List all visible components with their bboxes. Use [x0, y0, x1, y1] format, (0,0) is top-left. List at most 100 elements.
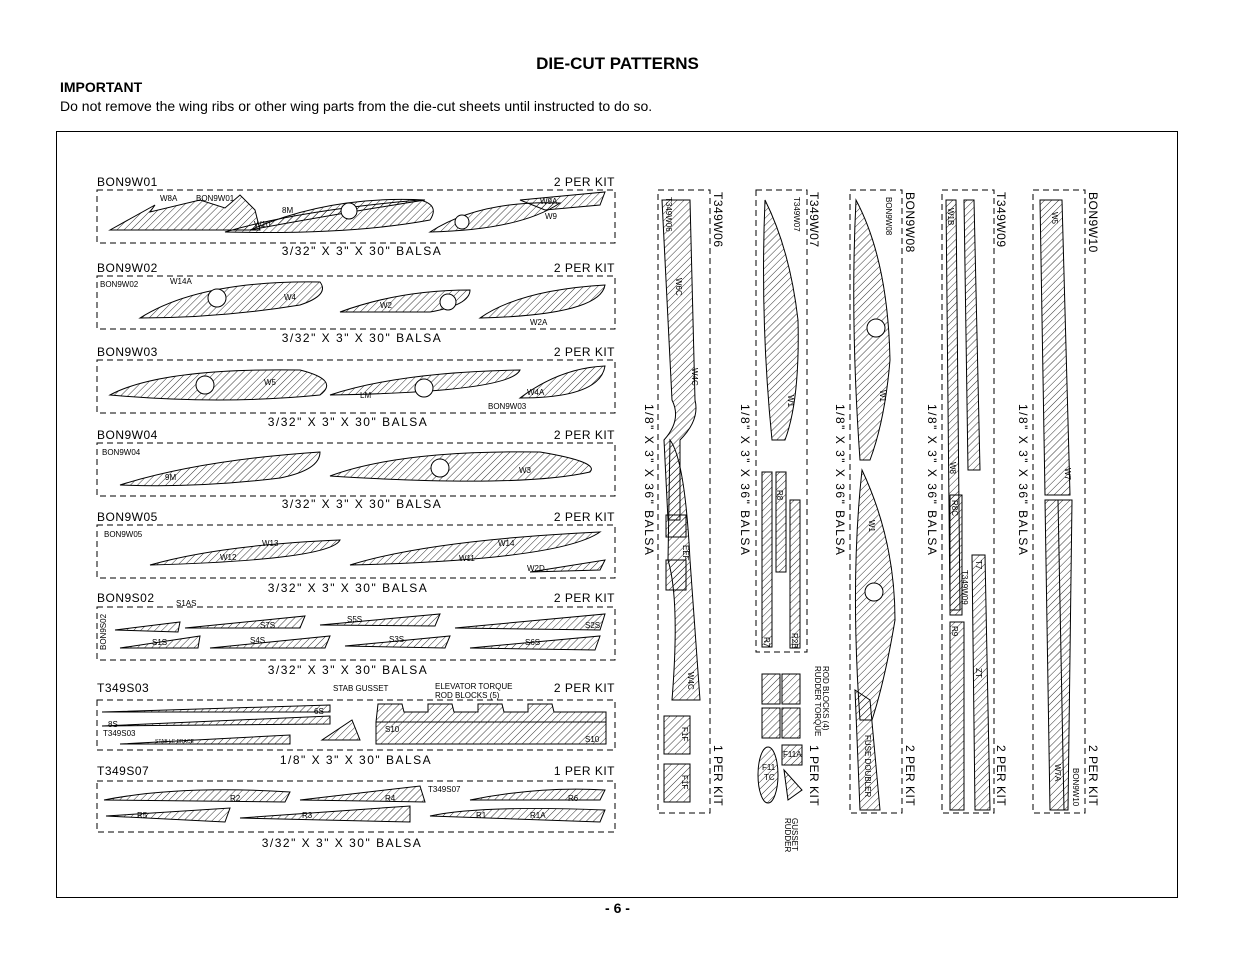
sheet-t349w09: W1B W8 R8C T349W09 R9 T7 ZT T349W09 2 PE…	[925, 189, 1008, 814]
part-label: R2B	[790, 633, 799, 649]
part-label: R3	[302, 811, 313, 820]
part-label: R2	[230, 794, 241, 803]
part-f11a	[781, 744, 803, 766]
sheet-qty: 1 PER KIT	[711, 745, 725, 806]
lightening-hole	[340, 202, 358, 220]
part-label: S5S	[347, 615, 362, 624]
part-label: T349W09	[960, 570, 969, 605]
sheet-material: 1/8" X 3" X 36" BALSA	[642, 404, 656, 556]
part-label: W6C	[674, 278, 683, 296]
part-label: S3S	[389, 635, 404, 644]
sheet-outline	[96, 359, 616, 414]
part-s1as	[114, 621, 181, 633]
sheet-id: BON9W10	[1086, 192, 1100, 253]
part-label: S6S	[525, 638, 540, 647]
rib-8m	[249, 198, 426, 231]
part-label: ROD BLOCKS (5)	[435, 691, 500, 700]
part-label: W4	[284, 293, 297, 302]
part-r2b	[789, 499, 801, 649]
part-label: W1	[867, 520, 876, 533]
sheet-bon9s02: BON9S02 2 PER KIT S1AS BON9S02 S1S S7S S…	[96, 591, 616, 677]
part-label: EEF	[681, 545, 690, 561]
part-label: S2S	[585, 621, 600, 630]
rib-w4a	[518, 365, 606, 399]
part-label: S7S	[260, 621, 275, 630]
sheet-material: 3/32" X 3" X 30" BALSA	[282, 497, 443, 511]
part-label: R9	[950, 626, 959, 637]
sheet-outline	[96, 699, 616, 751]
sheet-material: 1/8" X 3" X 36" BALSA	[925, 404, 939, 556]
sheet-id: T349W07	[807, 192, 821, 248]
sheet-qty: 2 PER KIT	[554, 175, 615, 189]
sheet-material: 3/32" X 3" X 30" BALSA	[268, 663, 429, 677]
sheet-qty: 2 PER KIT	[554, 510, 615, 524]
lightening-hole	[430, 458, 450, 478]
part-r8c	[949, 494, 963, 616]
part-eef	[665, 559, 687, 591]
part-label: W7A	[1053, 764, 1062, 782]
rib-w2a	[478, 284, 606, 319]
part-label: LM	[360, 391, 371, 400]
part-label: 6S	[314, 707, 324, 716]
part-label: BON9W02	[100, 280, 139, 289]
sheet-id: BON9W03	[97, 345, 158, 359]
part-r8	[775, 471, 787, 573]
sheet-bon9w02: BON9W02 2 PER KIT BON9W02 W14A W4 W2 W2A…	[96, 261, 616, 345]
part-f1f	[663, 763, 691, 803]
part-rod-block	[781, 707, 801, 739]
sheet-id: T349W09	[994, 192, 1008, 248]
lightening-hole	[866, 318, 886, 338]
part-label: R6	[568, 794, 579, 803]
part-s6s	[469, 635, 601, 651]
sheet-outline	[96, 780, 616, 833]
sheet-id: BON9W08	[903, 192, 917, 253]
part-w7	[1044, 499, 1073, 811]
rib-9m	[119, 451, 321, 487]
sheet-outline	[657, 189, 711, 814]
rib-w12	[149, 539, 341, 566]
part-r9	[949, 621, 965, 811]
part-label: S10	[385, 725, 400, 734]
part-r2	[103, 789, 291, 803]
part-label: S1S	[152, 638, 167, 647]
note-label: RUDDER	[783, 818, 792, 852]
part-label: W2A	[530, 318, 548, 327]
page-title: DIE-CUT PATTERNS	[536, 54, 699, 73]
sheet-qty: 1 PER KIT	[807, 745, 821, 806]
sheet-qty: 2 PER KIT	[554, 681, 615, 695]
part-label: W7	[1063, 468, 1072, 481]
part-s2s	[454, 613, 606, 631]
sheet-outline	[96, 275, 616, 330]
pattern-frame	[56, 131, 1178, 898]
part-label: W14	[498, 539, 515, 548]
sheet-material: 3/32" X 3" X 30" BALSA	[268, 415, 429, 429]
sheet-qty: 2 PER KIT	[994, 745, 1008, 806]
sheet-outline	[96, 524, 616, 579]
sheet-outline	[96, 442, 616, 497]
sheet-qty: 2 PER KIT	[903, 745, 917, 806]
part-label: W1	[878, 390, 887, 403]
part-r1	[429, 807, 606, 823]
part-label: BON9W08	[884, 197, 893, 236]
part-label: T349S03	[103, 729, 136, 738]
lightening-hole	[439, 293, 457, 311]
part-s1s	[119, 635, 201, 649]
part-label: T349W06	[664, 197, 673, 232]
sheet-qty: 1 PER KIT	[554, 764, 615, 778]
sheet-id: T349S07	[97, 764, 149, 778]
part-label: F11	[762, 763, 776, 772]
part-label: R8C	[950, 500, 959, 516]
part-r7	[761, 471, 773, 648]
rib-w9a	[519, 191, 606, 211]
rib-w5	[108, 369, 328, 401]
part-label: F1F	[680, 775, 689, 789]
important-note: Do not remove the wing ribs or other win…	[60, 98, 653, 114]
sheet-t349s07: T349S07 1 PER KIT T349S07 R2 R4 R6 R5 R3…	[96, 764, 616, 850]
part-label: W2D	[527, 564, 545, 573]
part-label: F11A	[783, 750, 802, 759]
part-label: R5	[137, 811, 148, 820]
rib-w3	[329, 451, 592, 482]
part-r6	[469, 788, 606, 801]
sheet-t349s03: T349S03 2 PER KIT STAB GUSSET ELEVATOR T…	[96, 681, 616, 767]
sheet-id: BON9W04	[97, 428, 158, 442]
